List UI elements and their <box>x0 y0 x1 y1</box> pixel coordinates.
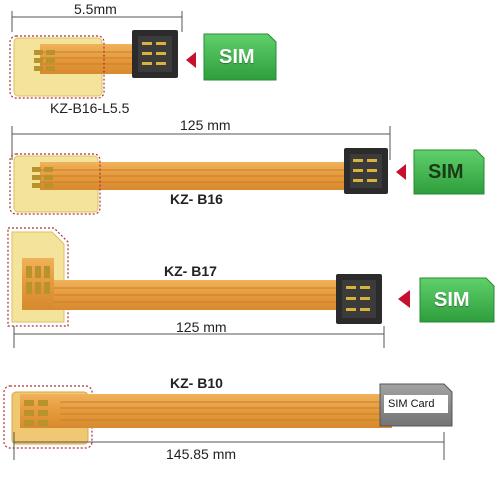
model-label: KZ-B16-L5.5 <box>50 100 130 116</box>
contact-pads <box>32 167 53 188</box>
model-label: KZ- B16 <box>170 191 223 207</box>
dimension-label: 5.5mm <box>74 1 117 17</box>
product-kz-b16 <box>9 126 485 215</box>
contact-pads <box>26 266 50 294</box>
flex-cable <box>40 44 140 74</box>
sim-socket <box>344 148 388 194</box>
product-kz-b17 <box>7 227 495 348</box>
sim-card-icon <box>203 33 277 81</box>
insert-arrow-icon <box>186 52 196 68</box>
sim-card-icon <box>413 149 485 195</box>
sim-socket <box>132 30 178 78</box>
insert-arrow-icon <box>396 164 406 180</box>
sim-label: SIM <box>219 46 255 68</box>
dimension-label: 145.85 mm <box>166 446 237 462</box>
contact-pads <box>34 50 55 71</box>
sim-card-gray <box>379 383 453 427</box>
product-kz-b10 <box>3 383 453 460</box>
model-label: KZ- B17 <box>164 263 217 279</box>
sim-label: SIM <box>434 289 470 311</box>
product-kz-b16-l55 <box>9 11 277 99</box>
contact-pads <box>24 400 48 426</box>
dimension-line-145-85mm <box>13 432 445 460</box>
dashed-outline <box>3 385 93 449</box>
insert-arrow-icon <box>398 290 410 308</box>
sim-socket <box>336 274 382 324</box>
sim-label: SIM <box>428 161 464 183</box>
dashed-outline <box>9 35 105 99</box>
flex-cable <box>20 394 392 428</box>
dimension-line-125mm-bottom <box>13 326 385 348</box>
model-label: KZ- B10 <box>170 375 223 391</box>
dimension-label: 125 mm <box>180 117 231 133</box>
sim-card-icon <box>419 277 495 323</box>
dimension-line-125mm-top <box>11 126 391 160</box>
sim-card-label: SIM Card <box>388 398 435 410</box>
dimension-line-5-5mm <box>11 11 183 32</box>
dimension-label: 125 mm <box>176 319 227 335</box>
